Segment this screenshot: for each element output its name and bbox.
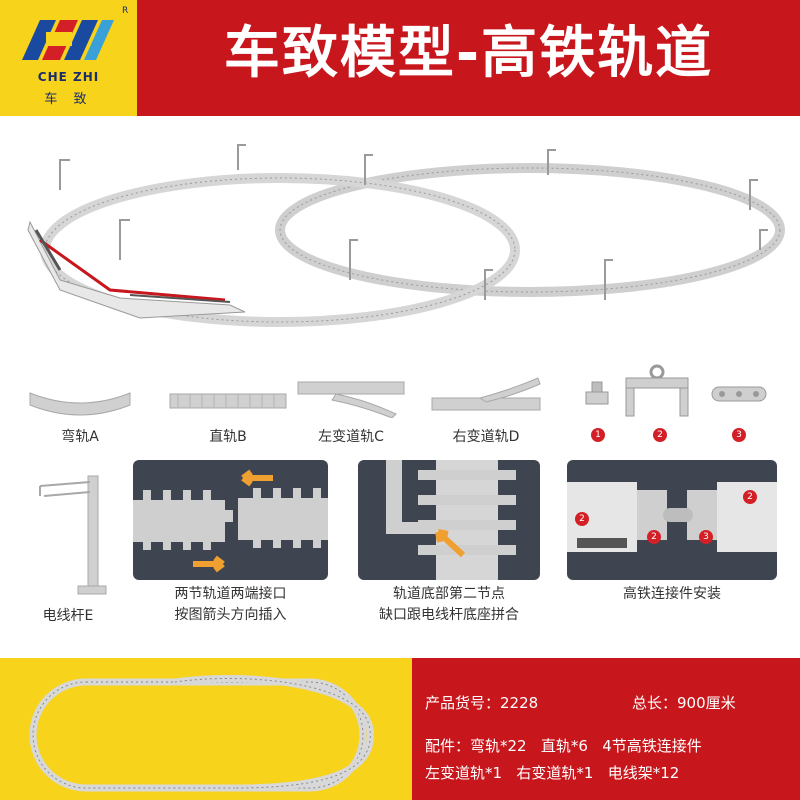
base-piece-icon bbox=[585, 381, 609, 405]
panel-caption-train-link: 高铁连接件安装 bbox=[623, 586, 721, 602]
straight-track-label: 直轨B bbox=[209, 429, 247, 445]
connector-badge-1: 1 bbox=[591, 428, 605, 442]
train-icon bbox=[27, 220, 246, 319]
link-bar-icon bbox=[711, 386, 767, 402]
right-switch-track-icon bbox=[431, 377, 541, 411]
pole-base-illustration bbox=[386, 460, 516, 580]
left-switch-track-icon bbox=[297, 381, 405, 418]
connector-badge-3: 3 bbox=[732, 428, 746, 442]
right-switch-track-label: 右变道轨D bbox=[452, 429, 520, 445]
link-badge-c: 2 bbox=[743, 490, 757, 504]
instruction-panel-pole bbox=[358, 460, 540, 580]
page-title: 车致模型-高铁轨道 bbox=[223, 21, 714, 86]
bridge-clip-icon bbox=[625, 364, 689, 417]
train-connector-illustration bbox=[567, 482, 777, 552]
product-number: 产品货号：2228 bbox=[425, 694, 539, 712]
parts-list-line1: 配件：弯轨*22 直轨*6 4节高铁连接件 bbox=[425, 737, 702, 755]
catenary-pole-icon bbox=[39, 475, 107, 595]
brand-logo-icon bbox=[22, 20, 114, 60]
curved-track-icon bbox=[29, 392, 131, 416]
parts-list-line2: 左变道轨*1 右变道轨*1 电线架*12 bbox=[425, 764, 680, 782]
curved-track-label: 弯轨A bbox=[61, 429, 99, 445]
panel-caption-connect-2: 按图箭头方向插入 bbox=[174, 607, 287, 623]
panel-caption-pole-2: 缺口跟电线杆底座拼合 bbox=[379, 607, 519, 623]
header-title-area bbox=[137, 0, 800, 116]
arrow-diagonal-icon bbox=[435, 529, 466, 558]
connector-badge-2: 2 bbox=[653, 428, 667, 442]
logo-text-en: CHE ZHI bbox=[37, 70, 100, 84]
track-joint-illustration bbox=[133, 469, 328, 573]
pole-label: 电线杆E bbox=[42, 608, 94, 624]
instruction-panel-connect bbox=[133, 460, 328, 580]
registered-mark: R bbox=[122, 6, 129, 16]
logo-text-cn: 车 致 bbox=[44, 92, 93, 107]
link-badge-d: 3 bbox=[699, 530, 713, 544]
link-badge-b: 2 bbox=[647, 530, 661, 544]
straight-track-icon bbox=[169, 393, 287, 409]
arrow-left-icon bbox=[241, 469, 273, 487]
left-switch-track-label: 左变道轨C bbox=[318, 429, 384, 445]
product-info-area bbox=[412, 658, 800, 800]
total-length: 总长：900厘米 bbox=[632, 694, 736, 712]
panel-caption-connect-1: 两节轨道两端接口 bbox=[174, 586, 287, 602]
arrow-right-icon bbox=[193, 555, 225, 573]
link-badge-a: 2 bbox=[575, 512, 589, 526]
track-overview-illustration bbox=[29, 675, 374, 792]
panel-caption-pole-1: 轨道底部第二节点 bbox=[393, 586, 505, 602]
track-layout-illustration bbox=[27, 144, 785, 327]
instruction-panel-train-link: 2 2 2 3 bbox=[567, 460, 777, 580]
